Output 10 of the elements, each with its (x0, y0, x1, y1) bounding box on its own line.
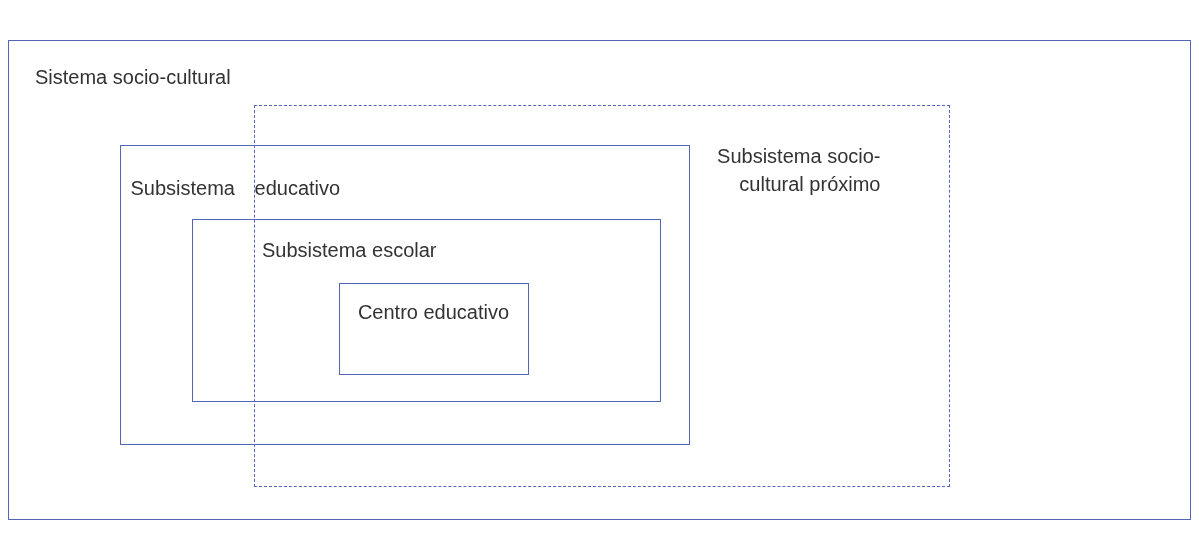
box-label: Centro educativo (356, 299, 511, 325)
box-label: Subsistema educativo (130, 175, 341, 201)
subsystem-box (192, 219, 661, 402)
subsystem-box (119, 144, 690, 445)
box-label: Subsistema escolar (262, 238, 437, 263)
center-box (338, 282, 529, 375)
system-frame (8, 40, 1191, 520)
box-label: Sistema socio-cultural (35, 65, 231, 90)
subsystem-box (253, 104, 950, 487)
box-label: Subsistema socio-cultural próximo (716, 143, 881, 197)
